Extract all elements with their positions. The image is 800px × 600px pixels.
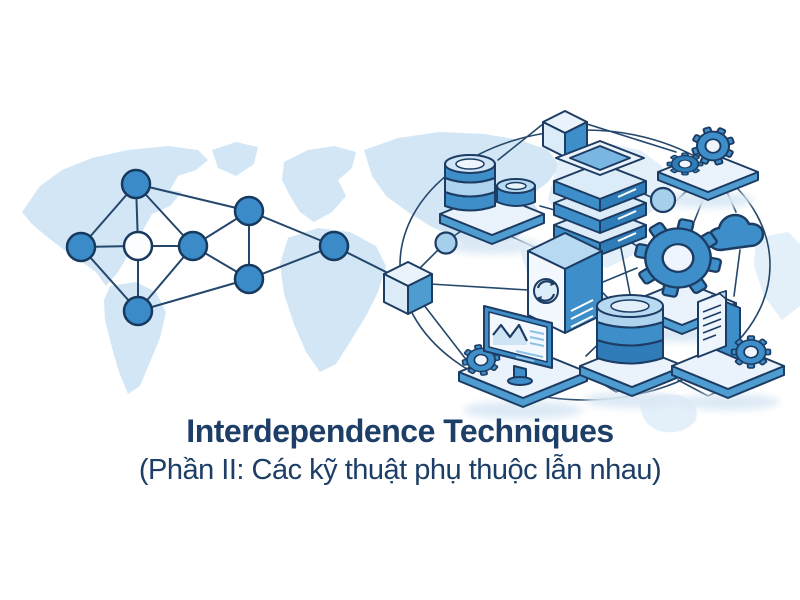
network-node — [318, 230, 350, 262]
network-node — [120, 168, 152, 200]
cloud-icon — [706, 213, 765, 252]
page-subtitle: (Phần II: Các kỹ thuật phụ thuộc lẫn nha… — [138, 454, 662, 486]
network-edge — [248, 210, 335, 247]
database-stack — [439, 154, 545, 254]
network-node — [233, 195, 265, 227]
cube-node-left — [383, 261, 433, 315]
title-block: Interdependence Techniques (Phần II: Các… — [0, 412, 800, 488]
database-cylinder — [579, 294, 685, 408]
page-title: Interdependence Techniques — [186, 413, 614, 449]
network-edge — [135, 183, 250, 212]
small-node-icon — [649, 186, 677, 214]
analytics-monitor — [449, 305, 588, 419]
document-settings — [671, 290, 785, 410]
network-node — [177, 230, 209, 262]
network-node — [233, 263, 265, 295]
server-rack — [553, 140, 647, 256]
network-node-hub — [122, 230, 154, 262]
gear-platform — [657, 111, 759, 208]
network-node — [122, 295, 154, 327]
network-graph — [65, 168, 399, 327]
network-node — [65, 231, 97, 263]
iso-elements — [383, 110, 785, 419]
sync-package — [527, 232, 603, 334]
small-node-icon — [434, 231, 458, 255]
network-edge — [137, 278, 250, 312]
